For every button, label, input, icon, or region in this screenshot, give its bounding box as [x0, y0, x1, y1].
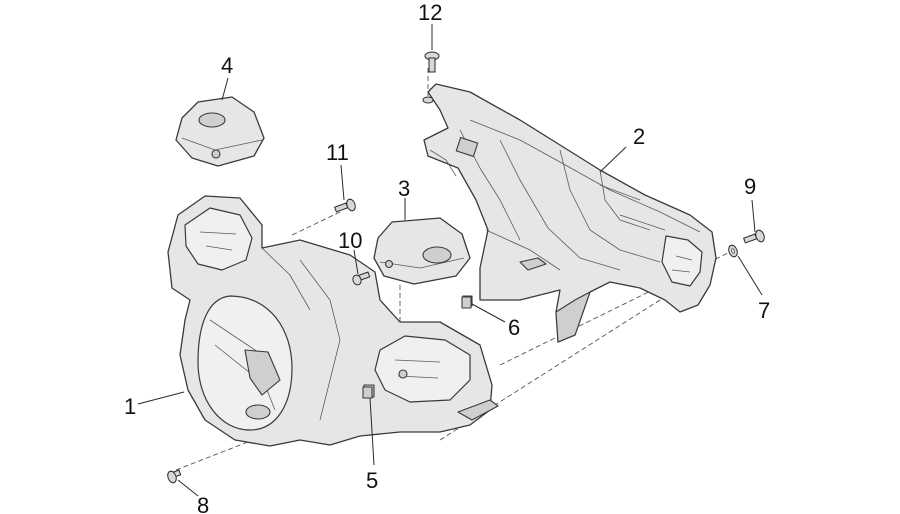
part-11-screw — [334, 198, 356, 213]
part-9-screw — [743, 229, 765, 244]
part-12-screw — [422, 51, 440, 104]
callout-6: 6 — [508, 315, 520, 340]
callout-9: 9 — [744, 174, 756, 199]
part-6-clip — [461, 296, 472, 309]
part-5-clip — [362, 386, 373, 399]
part-8-screw — [167, 469, 182, 484]
leader-lines — [137, 24, 763, 497]
callout-12: 12 — [418, 0, 442, 25]
callout-10: 10 — [338, 228, 362, 253]
part-4-small-cover-cap — [175, 96, 265, 167]
callout-numbers: 1 2 3 4 5 6 7 8 9 10 11 12 — [124, 0, 770, 514]
callout-2: 2 — [633, 124, 645, 149]
callout-5: 5 — [366, 468, 378, 493]
callout-3: 3 — [398, 176, 410, 201]
part-1-front-handlebar-cover — [167, 195, 499, 447]
part-3-cover-cap — [373, 217, 471, 285]
part-2-rear-handlebar-cover — [423, 83, 717, 343]
part-10-screw — [352, 271, 371, 286]
callout-1: 1 — [124, 394, 136, 419]
callout-11: 11 — [326, 140, 349, 165]
part-7-washer — [728, 244, 738, 258]
callout-7: 7 — [758, 298, 770, 323]
callout-8: 8 — [197, 493, 209, 514]
callout-4: 4 — [221, 53, 233, 78]
